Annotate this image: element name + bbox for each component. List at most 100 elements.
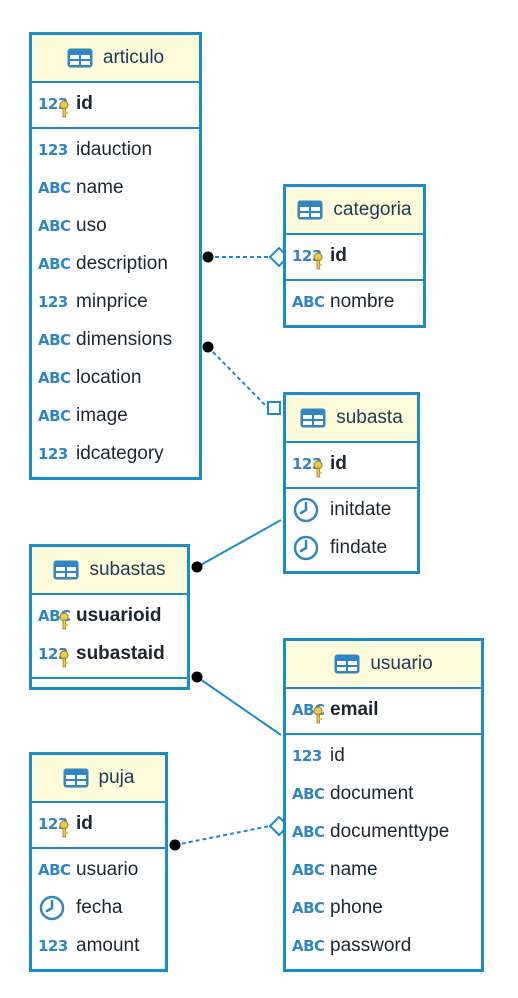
column-name: id — [76, 93, 93, 114]
relationship-subastas-subasta[interactable] — [191, 519, 282, 573]
type-label: ABC — [292, 785, 325, 803]
text-type-icon: ABC — [38, 404, 72, 428]
key-icon — [59, 820, 69, 838]
type-label: 123 — [292, 747, 322, 765]
clock-icon — [292, 497, 326, 523]
entity-header[interactable]: categoria — [286, 187, 423, 235]
type-label: ABC — [292, 899, 325, 917]
key-icon — [59, 100, 69, 118]
table-icon — [300, 408, 326, 428]
type-label: 123 — [38, 141, 68, 159]
relationship-subastas-usuario[interactable] — [191, 671, 282, 736]
text-type-icon: ABC — [38, 604, 72, 630]
entity-title: categoria — [333, 199, 412, 220]
text-type-icon: ABC — [38, 328, 72, 352]
text-type-icon: ABC — [292, 896, 326, 920]
type-label: 123 — [38, 95, 68, 113]
type-label: ABC — [292, 861, 325, 879]
entity-header[interactable]: subasta — [286, 395, 417, 443]
column-row-password[interactable]: ABC password — [286, 927, 481, 965]
column-name: initdate — [330, 499, 392, 520]
column-row-findate[interactable]: findate — [286, 529, 417, 567]
columns-section: initdate findate — [286, 489, 417, 571]
column-name: usuario — [76, 859, 139, 880]
relationship-line — [196, 519, 282, 568]
entity-header[interactable]: usuario — [286, 641, 481, 689]
column-name: password — [330, 935, 412, 956]
column-row-fecha[interactable]: fecha — [32, 889, 165, 927]
relationship-articulo-categoria[interactable] — [202, 246, 290, 268]
key-icon — [59, 612, 69, 630]
type-label: ABC — [38, 255, 71, 273]
column-name: minprice — [76, 291, 148, 312]
table-icon — [53, 560, 79, 580]
column-name: fecha — [76, 897, 123, 918]
primary-key-section: 123 id — [32, 83, 199, 129]
entity-header[interactable]: puja — [32, 755, 165, 803]
relationship-line — [196, 676, 282, 736]
table-icon — [63, 768, 89, 788]
column-name: idcategory — [76, 443, 164, 464]
column-name: id — [76, 813, 93, 834]
relationship-start-dot — [202, 341, 214, 353]
column-name: amount — [76, 935, 140, 956]
column-name: name — [76, 177, 124, 198]
column-row-initdate[interactable]: initdate — [286, 491, 417, 529]
column-name: nombre — [330, 291, 395, 312]
column-name: location — [76, 367, 142, 388]
text-type-icon: ABC — [292, 820, 326, 844]
relationship-line — [207, 346, 269, 409]
column-name: description — [76, 253, 168, 274]
relationship-articulo-subasta[interactable] — [202, 341, 281, 415]
key-icon — [313, 460, 323, 478]
relationship-start-dot — [169, 839, 181, 851]
relationship-end-square — [267, 401, 281, 415]
relationship-line — [174, 825, 271, 846]
column-name: usuarioid — [76, 605, 162, 626]
text-type-icon: ABC — [292, 698, 326, 724]
text-type-icon: ABC — [38, 176, 72, 200]
column-row-description[interactable]: ABC description — [32, 245, 199, 283]
numeric-type-icon: 123 — [38, 290, 72, 314]
column-row-phone[interactable]: ABC phone — [286, 889, 481, 927]
type-label: ABC — [292, 937, 325, 955]
entity-title: puja — [98, 767, 135, 788]
column-name: phone — [330, 897, 383, 918]
entity-header[interactable]: articulo — [32, 35, 199, 83]
entity-header[interactable]: subastas — [32, 547, 187, 595]
relationship-puja-usuario[interactable] — [169, 815, 290, 851]
numeric-type-icon: 123 — [38, 934, 72, 958]
column-row-id[interactable]: 123 id — [32, 85, 199, 123]
text-type-icon: ABC — [38, 214, 72, 238]
